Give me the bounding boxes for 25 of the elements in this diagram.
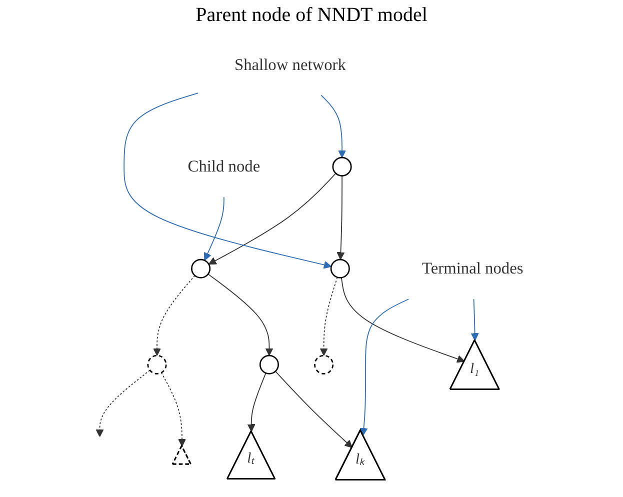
arrow	[470, 298, 479, 341]
arrow	[204, 196, 224, 261]
arrow	[360, 298, 410, 436]
node-circle	[314, 354, 334, 374]
arrow	[208, 274, 274, 356]
arrow	[208, 172, 336, 265]
arrow	[340, 277, 465, 363]
node-circle	[191, 258, 211, 278]
node-text: Terminal nodes	[422, 259, 524, 278]
arrow	[274, 370, 353, 448]
arrow	[320, 276, 338, 356]
arrow	[160, 372, 186, 447]
arrow	[124, 92, 332, 269]
node-text: Child node	[188, 157, 260, 176]
arrow	[320, 94, 346, 158]
arrow	[153, 275, 196, 356]
diagram-heading: Parent node of NNDT model	[196, 4, 428, 27]
node-text: Shallow network	[234, 55, 346, 74]
arrow	[96, 370, 150, 438]
node-circle	[332, 156, 352, 176]
node-circle	[147, 354, 167, 374]
arrow	[336, 175, 345, 260]
arrow	[247, 372, 266, 432]
node-circle	[259, 354, 279, 374]
node-circle	[330, 258, 350, 278]
